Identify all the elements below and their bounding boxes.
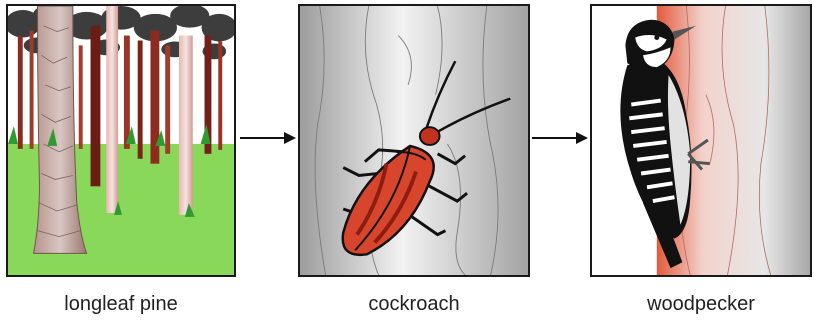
- label-cockroach: cockroach: [298, 293, 530, 316]
- bark-background: [300, 6, 528, 275]
- pale-trunk: [106, 6, 118, 213]
- arrow-pine-to-cockroach: [236, 130, 298, 146]
- cockroach-panel: [298, 4, 530, 277]
- pine-forest-illustration: [8, 6, 234, 275]
- woodpecker-panel: [590, 4, 812, 277]
- arrow-cockroach-to-woodpecker: [530, 130, 590, 146]
- label-woodpecker: woodpecker: [590, 293, 812, 316]
- longleaf-pine-panel: [6, 4, 236, 277]
- label-longleaf-pine: longleaf pine: [6, 293, 236, 316]
- pale-trunk: [179, 36, 193, 215]
- cockroach-illustration: [300, 6, 528, 275]
- woodpecker-illustration: [592, 6, 810, 275]
